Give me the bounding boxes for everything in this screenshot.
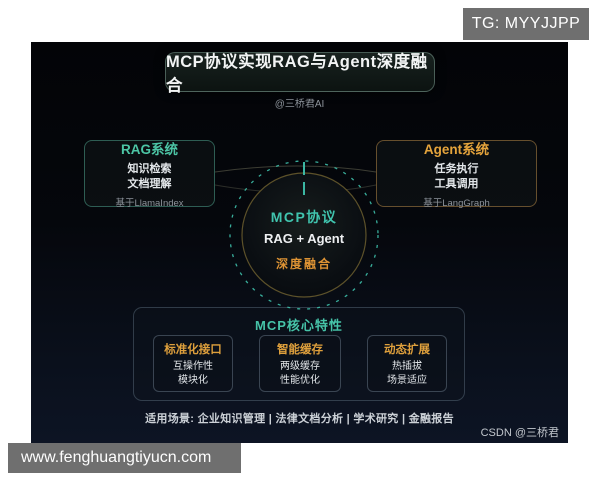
feature-item: 互操作性 xyxy=(173,360,213,372)
feature-item: 两级缓存 xyxy=(280,360,320,372)
feature-title: 标准化接口 xyxy=(164,343,222,356)
orbit-arc-upper xyxy=(214,165,377,173)
orbit-arc-lower xyxy=(214,184,377,193)
core-features-container: MCP核心特性 标准化接口 互操作性 模块化 智能缓存 两级缓存 性能优化 动态… xyxy=(133,307,465,401)
tg-watermark-badge: TG: MYYJJPP xyxy=(463,8,589,40)
diagram-title: MCP协议实现RAG与Agent深度融合 xyxy=(166,53,428,95)
feature-item: 热插拔 xyxy=(392,360,422,372)
feature-title: 智能缓存 xyxy=(277,343,323,356)
feature-item: 性能优化 xyxy=(280,374,320,386)
rag-system-box: RAG系统 知识检索 文档理解 基于LlamaIndex xyxy=(84,140,215,209)
csdn-credit: CSDN @三桥君 xyxy=(480,427,559,439)
circle-label-mcp: MCP协议 xyxy=(270,209,338,225)
agent-system-title: Agent系统 xyxy=(423,142,490,157)
agent-item-task-execution: 任务执行 xyxy=(434,163,479,175)
diagram-title-box: MCP协议实现RAG与Agent深度融合 xyxy=(165,52,435,95)
agent-framework-note: 基于LangGraph xyxy=(423,198,490,209)
feature-box-smart-cache: 智能缓存 两级缓存 性能优化 xyxy=(259,335,341,392)
feature-title: 动态扩展 xyxy=(384,343,430,356)
rag-framework-note: 基于LlamaIndex xyxy=(115,198,184,209)
rag-item-document-understanding: 文档理解 xyxy=(127,178,172,190)
rag-system-title: RAG系统 xyxy=(121,142,178,157)
feature-box-standard-interface: 标准化接口 互操作性 模块化 xyxy=(153,335,233,392)
rag-item-knowledge-retrieval: 知识检索 xyxy=(127,163,172,175)
feature-item: 模块化 xyxy=(178,374,208,386)
circle-label-fusion: 深度融合 xyxy=(275,257,332,271)
site-watermark-bar: www.fenghuangtiyucn.com xyxy=(8,443,241,473)
infographic-panel: MCP协议实现RAG与Agent深度融合 @三桥君AI RAG系统 知识检索 文… xyxy=(31,42,568,443)
core-features-heading: MCP核心特性 xyxy=(255,318,343,333)
agent-item-tool-calling: 工具调用 xyxy=(434,178,479,190)
feature-item: 场景适应 xyxy=(387,374,427,386)
feature-box-dynamic-expansion: 动态扩展 热插拔 场景适应 xyxy=(367,335,447,392)
author-byline: @三桥君AI xyxy=(274,99,325,110)
circle-label-rag-agent: RAG + Agent xyxy=(263,231,345,246)
use-cases-line: 适用场景: 企业知识管理 | 法律文档分析 | 学术研究 | 金融报告 xyxy=(145,413,454,425)
agent-system-box: Agent系统 任务执行 工具调用 基于LangGraph xyxy=(376,140,537,209)
